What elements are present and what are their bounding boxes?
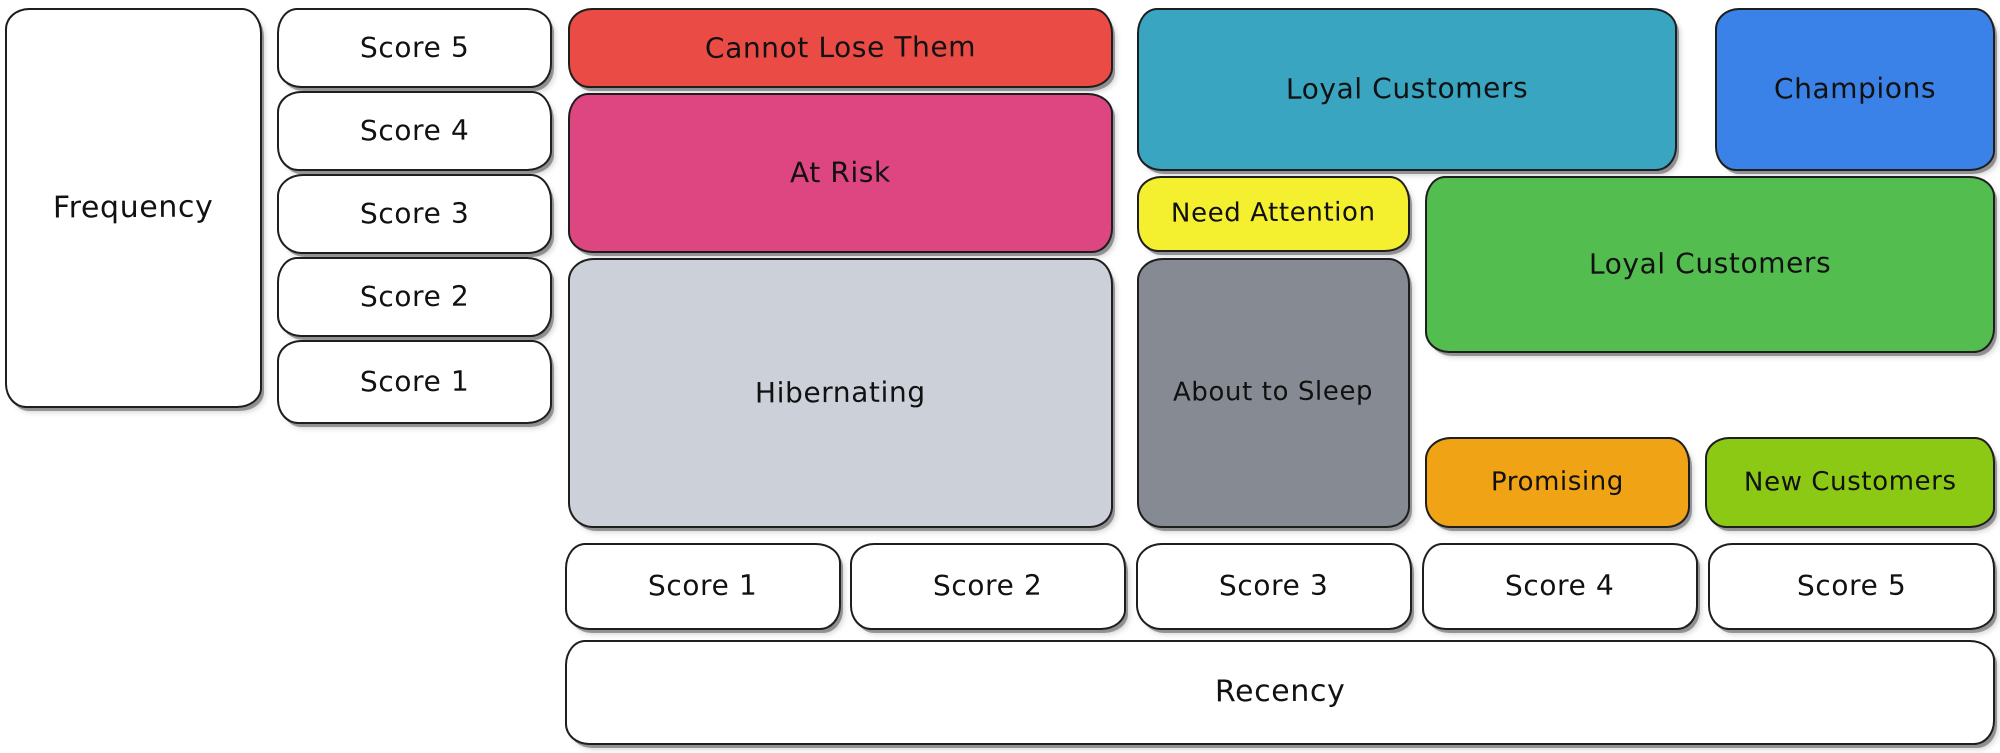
frequency-score-2[interactable]: Score 2 [277, 257, 552, 337]
segment-need-attention[interactable]: Need Attention [1137, 176, 1410, 252]
segment-promising[interactable]: Promising [1425, 437, 1690, 528]
segment-new-customers[interactable]: New Customers [1705, 437, 1995, 528]
segment-about-to-sleep[interactable]: About to Sleep [1137, 258, 1410, 528]
frequency-score-4-label: Score 4 [359, 113, 470, 148]
frequency-axis-label: Frequency [5, 8, 262, 408]
recency-score-5-label: Score 5 [1796, 569, 1907, 603]
segment-new-customers-label: New Customers [1743, 465, 1957, 498]
recency-score-4[interactable]: Score 4 [1422, 543, 1698, 630]
segment-cannot-lose-them-label: Cannot Lose Them [704, 30, 977, 65]
segment-loyal-customers-teal[interactable]: Loyal Customers [1137, 8, 1677, 171]
segment-loyal-customers-green-label: Loyal Customers [1588, 246, 1832, 282]
segment-about-to-sleep-label: About to Sleep [1173, 376, 1374, 408]
frequency-score-1-label: Score 1 [359, 364, 470, 399]
frequency-score-3[interactable]: Score 3 [277, 174, 552, 254]
recency-axis-label-text: Recency [1214, 673, 1346, 710]
segment-champions[interactable]: Champions [1715, 8, 1995, 171]
recency-axis-label: Recency [565, 640, 1995, 745]
segment-loyal-customers-green[interactable]: Loyal Customers [1425, 176, 1995, 353]
segment-at-risk-label: At Risk [790, 155, 891, 190]
segment-champions-label: Champions [1773, 71, 1937, 106]
segment-promising-label: Promising [1490, 466, 1625, 497]
segment-cannot-lose-them[interactable]: Cannot Lose Them [568, 8, 1113, 88]
frequency-score-2-label: Score 2 [359, 279, 470, 314]
frequency-score-3-label: Score 3 [359, 196, 470, 231]
frequency-score-5[interactable]: Score 5 [277, 8, 552, 88]
segment-need-attention-label: Need Attention [1171, 197, 1376, 229]
recency-score-3-label: Score 3 [1219, 569, 1329, 603]
recency-score-1[interactable]: Score 1 [565, 543, 841, 630]
recency-score-5[interactable]: Score 5 [1708, 543, 1995, 630]
frequency-score-4[interactable]: Score 4 [277, 91, 552, 171]
recency-score-2[interactable]: Score 2 [850, 543, 1126, 630]
recency-score-2-label: Score 2 [933, 569, 1043, 603]
segment-loyal-customers-teal-label: Loyal Customers [1285, 71, 1529, 107]
recency-score-3[interactable]: Score 3 [1136, 543, 1412, 630]
segment-hibernating[interactable]: Hibernating [568, 258, 1113, 528]
segment-at-risk[interactable]: At Risk [568, 93, 1113, 253]
recency-score-1-label: Score 1 [648, 569, 758, 603]
recency-score-4-label: Score 4 [1505, 569, 1615, 603]
segment-hibernating-label: Hibernating [755, 375, 926, 410]
frequency-score-5-label: Score 5 [359, 30, 470, 65]
frequency-score-1[interactable]: Score 1 [277, 340, 552, 424]
frequency-axis-label-text: Frequency [53, 189, 214, 226]
